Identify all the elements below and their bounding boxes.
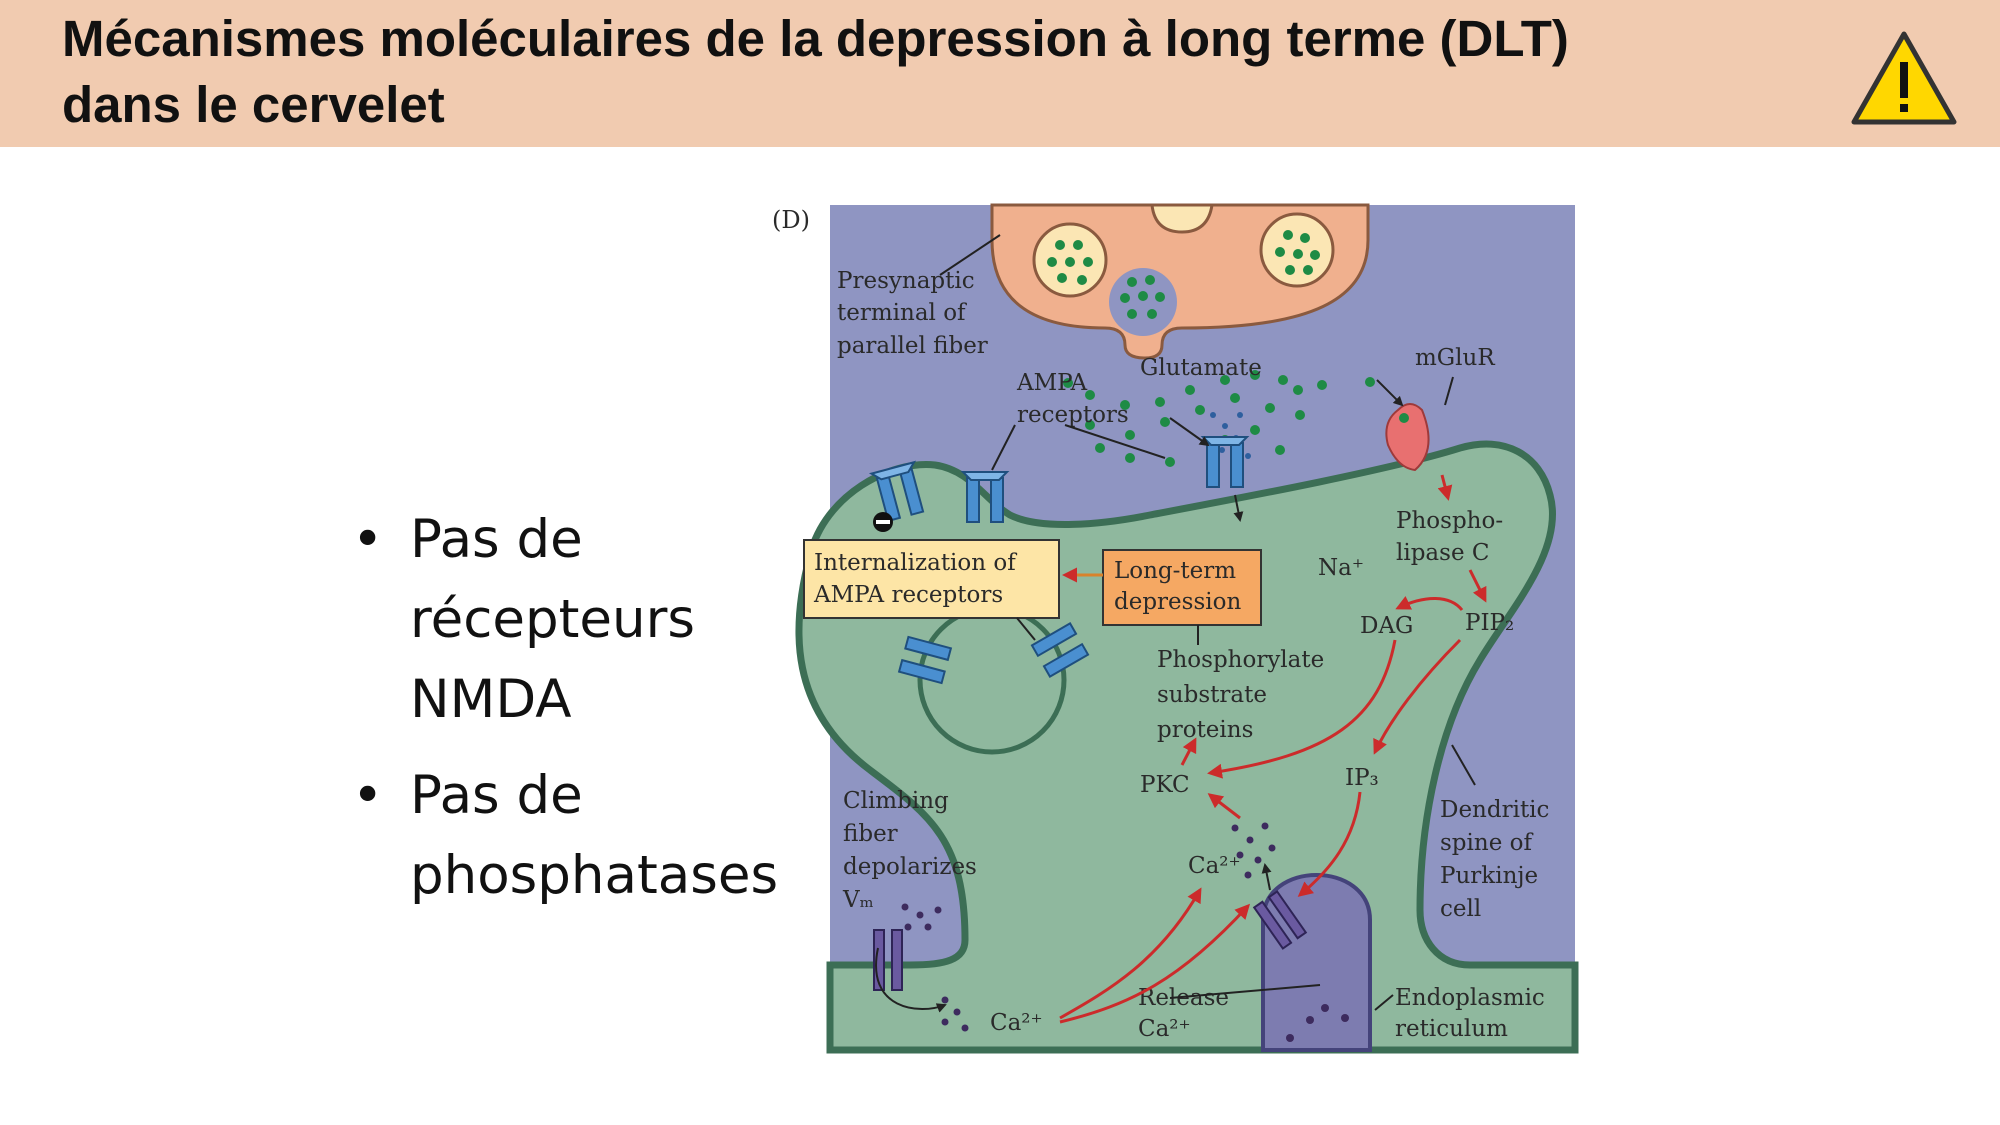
presynaptic-label: parallel fiber [837,333,988,359]
bullet-list: Pas de récepteurs NMDA Pas de phosphatas… [352,500,812,932]
dendritic-label: Purkinje [1440,863,1538,889]
internalized-ampa-receptor [897,635,953,685]
dendritic-label: Dendritic [1440,797,1549,823]
er-calcium-ions [1286,1004,1349,1042]
glutamate-molecules [1063,370,1375,467]
ampa-label: receptors [1017,402,1129,428]
internalization-box [803,539,1060,619]
ampa-receptor [868,460,925,523]
pip2-label: PIP₂ [1465,610,1514,636]
phosphorylate-label: Phosphorylate [1157,647,1324,673]
glutamate-label: Glutamate [1140,355,1262,381]
phosphorylate-label: proteins [1157,717,1253,743]
climbing-label: depolarizes [843,854,977,880]
ampa-label: AMPA [1016,370,1088,396]
pkc-label: PKC [1140,772,1190,798]
synaptic-vesicle [1259,212,1335,288]
dendritic-label: spine of [1440,830,1533,856]
internalization-label: Internalization of [814,550,1017,576]
fusing-vesicle [1109,268,1177,336]
signaling-arrows [1059,474,1487,1024]
ltd-box [1102,549,1262,626]
dag-label: DAG [1360,613,1413,639]
dendritic-label: cell [1440,896,1481,922]
slide-title: Mécanismes moléculaires de la depression… [62,10,1569,133]
ampa-receptor [1200,436,1250,488]
panel-label: (D) [772,206,810,234]
climbing-label: Vₘ [842,887,874,913]
presynaptic-label: terminal of [837,300,967,326]
title-banner [0,0,2000,147]
er-label: reticulum [1395,1016,1508,1042]
ltd-label: Long-term [1114,558,1236,584]
phospholipase-label: Phospho- [1396,508,1503,534]
synaptic-vesicle [1032,222,1108,298]
voltage-gated-calcium-channel [873,929,903,991]
bullet-item: Pas de récepteurs NMDA [352,500,812,740]
ltd-diagram: (D) [772,203,1579,1054]
bullet-item: Pas de phosphatases [352,756,812,916]
inhibition-minus-icon [873,512,893,532]
synaptic-vesicle [1150,203,1214,234]
ltd-label: depression [1114,589,1241,615]
ampa-receptor [960,471,1010,523]
phospholipase-label: lipase C [1396,540,1489,566]
internalized-ampa-receptor [1030,622,1090,678]
release-label: Release [1138,985,1229,1011]
climbing-label: fiber [843,821,898,847]
black-arrows [875,379,1404,1013]
climbing-label: Climbing [843,788,949,814]
phosphorylate-label: substrate [1157,682,1267,708]
ip3-receptor-channel [1252,890,1308,950]
leader-lines [939,234,1476,1011]
ip3-label: IP₃ [1345,765,1379,791]
internalization-label: AMPA receptors [813,582,1003,608]
warning-triangle-icon [1851,31,1957,125]
calcium-label: Ca²⁺ [990,1010,1043,1036]
presynaptic-label: Presynaptic [837,268,975,294]
calcium-ions [901,822,1276,1032]
calcium-label: Ca²⁺ [1188,853,1241,879]
er-label: Endoplasmic [1395,985,1545,1011]
mglur-receptor [1385,403,1430,472]
release-label: Ca²⁺ [1138,1016,1191,1042]
sodium-label: Na⁺ [1318,555,1364,581]
mglur-label: mGluR [1415,345,1495,371]
